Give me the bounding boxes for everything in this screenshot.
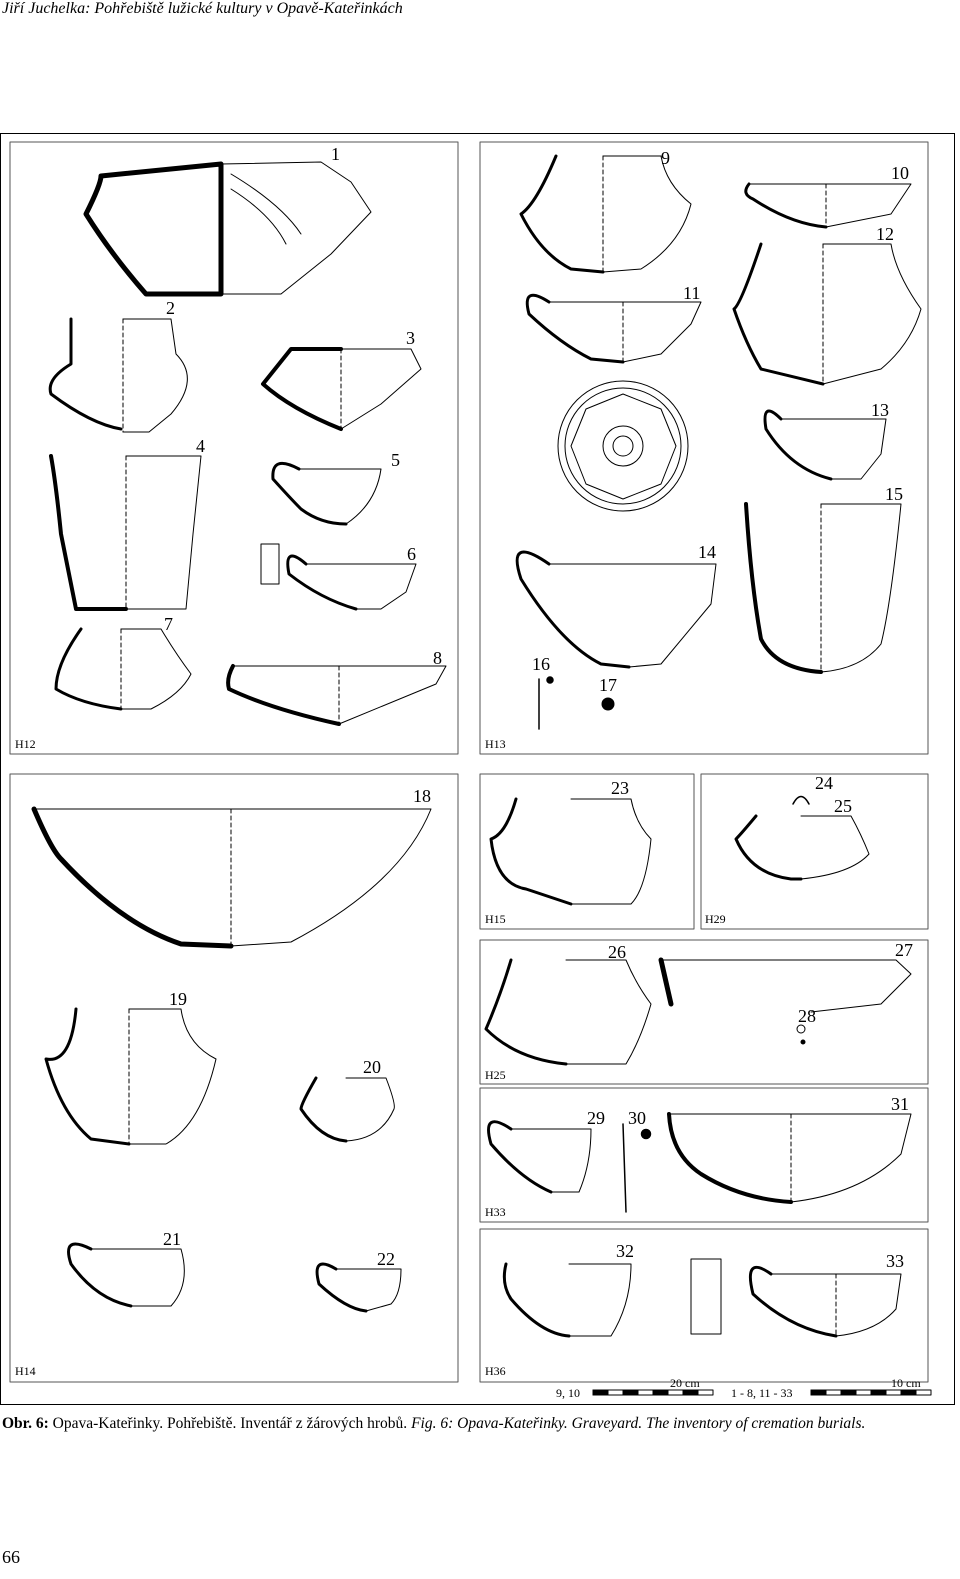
object-number-2: 2 (166, 298, 175, 318)
caption-prefix: Obr. 6: (2, 1415, 49, 1432)
object-number-7: 7 (164, 614, 173, 634)
vessel-2 (48, 317, 188, 433)
vessel-6 (260, 543, 417, 611)
panel-label-h14: H14 (15, 1364, 36, 1378)
panel-frame-h13 (479, 141, 929, 755)
object-number-6: 6 (407, 544, 416, 564)
bead-17 (601, 697, 615, 711)
vessel-26 (484, 958, 652, 1066)
vessel-5 (271, 461, 382, 526)
panel-frame-h12 (9, 141, 459, 755)
object-number-4: 4 (196, 436, 205, 456)
panel-frame-h33 (479, 1087, 929, 1223)
object-number-29: 29 (587, 1108, 605, 1128)
vessel-22 (315, 1262, 402, 1313)
panel-frame-h36 (479, 1228, 929, 1383)
panel-frame-h25 (479, 939, 929, 1085)
object-number-26: 26 (608, 942, 626, 962)
vessel-25 (734, 814, 870, 881)
caption-english: Fig. 6: Opava-Kateřinky. Graveyard. The … (411, 1415, 866, 1432)
vessel-11 (525, 293, 702, 364)
vessel-8 (226, 664, 447, 726)
vessel-18 (31, 806, 432, 949)
object-number-1: 1 (331, 144, 340, 164)
object-number-15: 15 (885, 484, 903, 504)
object-number-32: 32 (616, 1241, 634, 1261)
object-number-25: 25 (834, 796, 852, 816)
page-number: 66 (2, 1547, 20, 1567)
vessel-12 (732, 242, 922, 386)
panel-frame-h29 (700, 773, 929, 930)
panel-label-h13: H13 (485, 737, 506, 751)
panel-label-h25: H25 (485, 1068, 506, 1082)
vessel-33 (748, 1265, 902, 1338)
object-number-18: 18 (413, 786, 431, 806)
vessel-14 (515, 380, 717, 669)
object-number-20: 20 (363, 1057, 381, 1077)
vessel-7 (54, 627, 192, 711)
panel-frame-h14 (9, 773, 459, 1383)
vessel-1 (83, 161, 372, 297)
scale-bar-20cm (592, 1389, 714, 1396)
pin-28 (796, 1024, 806, 1045)
caption-czech: Opava-Kateřinky. Pohřebiště. Inventář z … (48, 1415, 412, 1432)
ornament-24 (792, 795, 810, 805)
object-number-23: 23 (611, 778, 629, 798)
scale-length-1: 20 cm (670, 1376, 700, 1390)
object-number-11: 11 (683, 283, 700, 303)
vessel-32 (502, 1258, 722, 1338)
figure-caption: Obr. 6: Opava-Kateřinky. Pohřebiště. Inv… (2, 1413, 952, 1434)
object-number-9: 9 (661, 148, 670, 168)
object-number-3: 3 (406, 328, 415, 348)
panel-label-h15: H15 (485, 912, 506, 926)
vessel-9 (519, 154, 692, 274)
object-number-8: 8 (433, 648, 442, 668)
object-number-31: 31 (891, 1094, 909, 1114)
scale-label-2: 1 - 8, 11 - 33 (731, 1386, 793, 1400)
vessel-3 (261, 347, 422, 431)
object-number-30: 30 (628, 1108, 646, 1128)
object-number-10: 10 (891, 163, 909, 183)
object-number-33: 33 (886, 1251, 904, 1271)
panel-frame-h15 (479, 773, 695, 930)
vessel-4 (49, 454, 202, 611)
panel-label-h36: H36 (485, 1364, 506, 1378)
panel-label-h29: H29 (705, 912, 726, 926)
pin-31 (622, 1123, 652, 1213)
vessel-21 (67, 1242, 185, 1308)
object-number-16: 16 (532, 654, 550, 674)
object-number-12: 12 (876, 224, 894, 244)
object-number-22: 22 (377, 1249, 395, 1269)
pin-16 (538, 676, 554, 730)
object-number-24: 24 (815, 773, 833, 793)
vessel-20 (299, 1076, 395, 1143)
panel-label-h12: H12 (15, 737, 36, 751)
object-number-14: 14 (698, 542, 716, 562)
vessel-10 (744, 182, 912, 229)
vessel-27 (658, 957, 912, 1013)
vessel-15 (744, 502, 902, 674)
vessel-19 (44, 1007, 217, 1146)
scale-length-2: 10 cm (891, 1376, 921, 1390)
object-number-27: 27 (895, 940, 913, 960)
vessel-30 (667, 1112, 912, 1204)
vessel-23 (489, 797, 652, 906)
vessel-29 (487, 1120, 592, 1194)
running-head: Jiří Juchelka: Pohřebiště lužické kultur… (2, 0, 403, 17)
scale-label-1: 9, 10 (556, 1386, 580, 1400)
panel-label-h33: H33 (485, 1205, 506, 1219)
vessel-13 (763, 409, 887, 481)
object-number-21: 21 (163, 1229, 181, 1249)
object-number-5: 5 (391, 450, 400, 470)
object-number-17: 17 (599, 675, 617, 695)
object-number-13: 13 (871, 400, 889, 420)
object-number-19: 19 (169, 989, 187, 1009)
scale-bar-10cm (810, 1389, 932, 1396)
object-number-28: 28 (798, 1006, 816, 1026)
